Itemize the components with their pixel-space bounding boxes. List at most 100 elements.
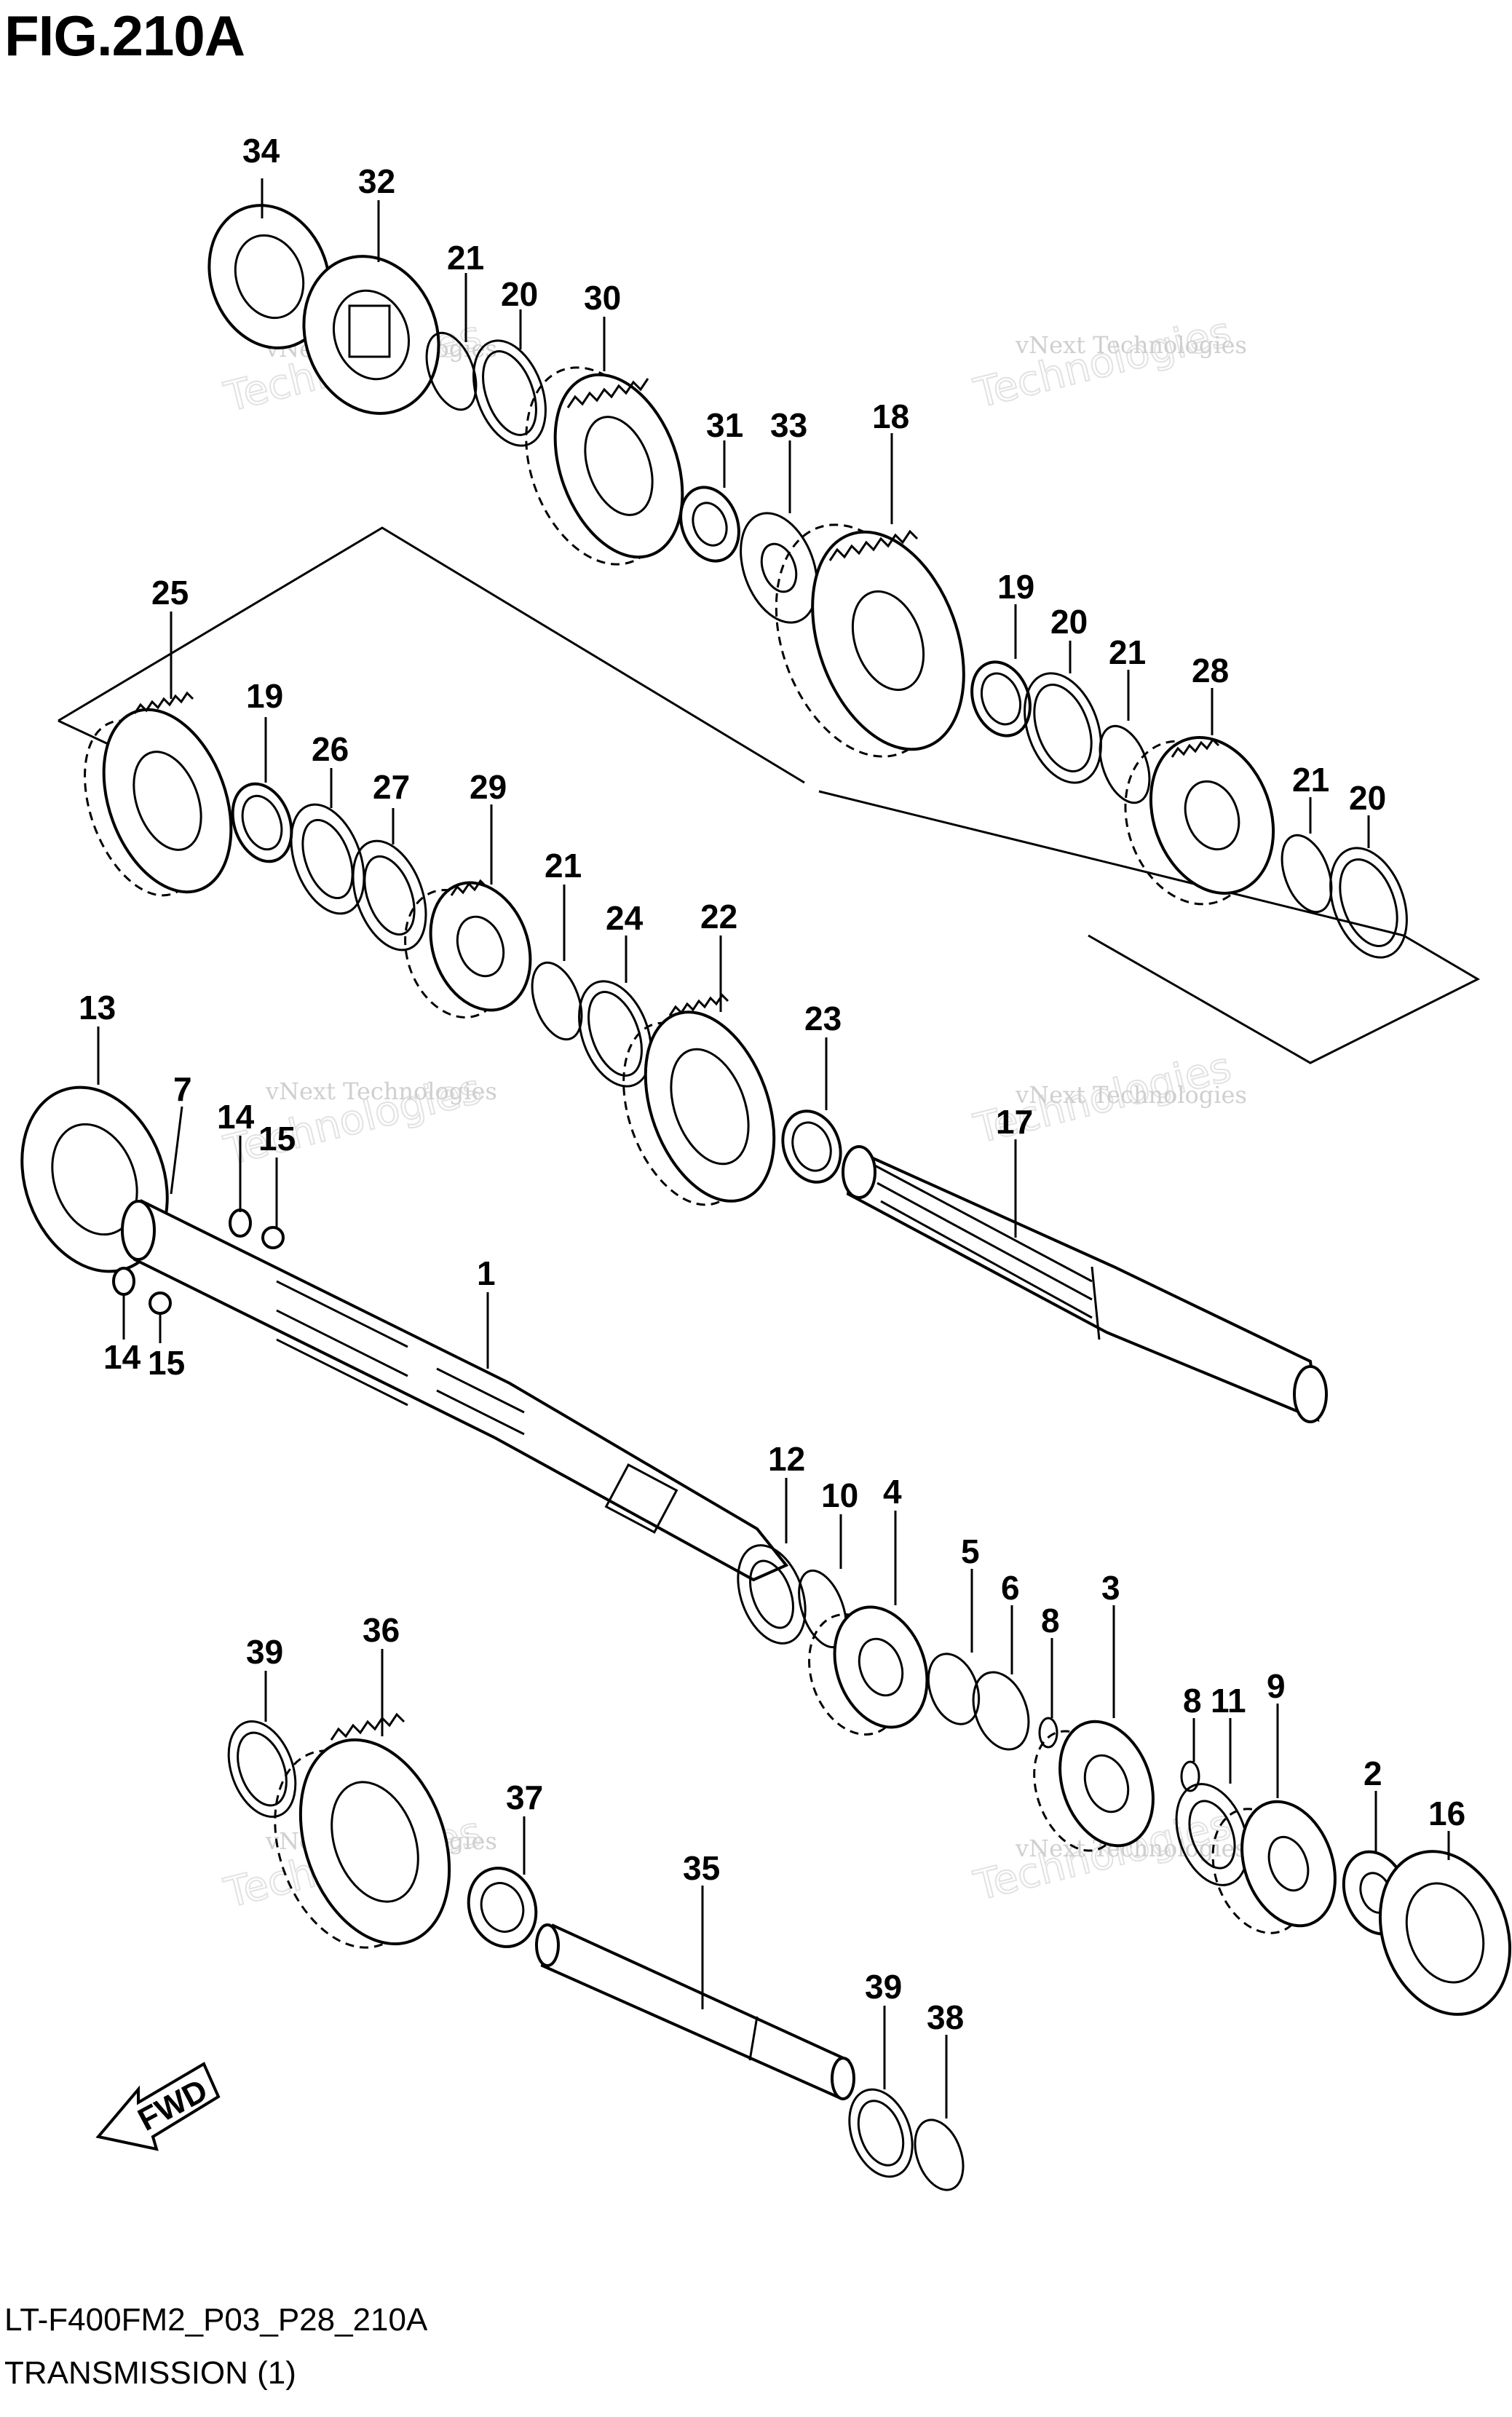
callout-31: 31 [706, 406, 743, 444]
part-17-countershaft [842, 1145, 1328, 1423]
callout-32: 32 [358, 162, 395, 200]
part-9-gear [1211, 1800, 1337, 1934]
part-6-washer [972, 1671, 1030, 1751]
part-19-bushing [970, 660, 1032, 737]
part-29-gear [404, 879, 532, 1018]
callout-35: 35 [683, 1849, 720, 1887]
part-36-gear [274, 1712, 451, 1949]
callout-7: 7 [173, 1070, 192, 1108]
part-11-washer [1175, 1783, 1249, 1886]
watermark-technologies: Technologies [970, 308, 1236, 417]
callout-30: 30 [584, 279, 621, 317]
part-19-bushing [231, 782, 293, 863]
part-18-gear [775, 523, 965, 758]
part-30-gear [525, 366, 684, 566]
part-20-washer [1329, 847, 1408, 959]
callout-24: 24 [606, 899, 644, 937]
part-25-gear [84, 691, 233, 897]
part-21-circlip [1099, 724, 1151, 804]
part-27-lock-washer [352, 839, 427, 952]
callout-15: 15 [258, 1120, 296, 1158]
part-21-circlip [531, 961, 583, 1041]
callout-2: 2 [1363, 1755, 1382, 1792]
callout-26: 26 [312, 730, 349, 768]
part-4-gear [808, 1605, 929, 1736]
callout-39: 39 [246, 1633, 283, 1671]
part-39-washer [848, 2088, 914, 2178]
part-31-bushing [679, 486, 740, 563]
callout-8: 8 [1041, 1602, 1060, 1639]
callout-1: 1 [477, 1254, 496, 1292]
callout-16: 16 [1428, 1795, 1465, 1832]
callout-37: 37 [506, 1779, 543, 1816]
part-37-needle-bearing [467, 1867, 538, 1948]
callout-19: 19 [997, 568, 1034, 606]
part-3-gear [1033, 1720, 1155, 1852]
assembly-frame-corner [58, 719, 114, 748]
callout-38: 38 [927, 1998, 964, 2036]
callout-20: 20 [1349, 779, 1386, 817]
leader-lines [97, 178, 1450, 2119]
callout-29: 29 [470, 768, 507, 806]
callout-17: 17 [996, 1103, 1033, 1141]
callout-21: 21 [447, 239, 484, 277]
part-35-shaft [535, 1923, 855, 2100]
callout-18: 18 [872, 397, 909, 435]
callout-12: 12 [768, 1440, 805, 1478]
part-22-gear [622, 993, 776, 1206]
callout-14: 14 [217, 1098, 255, 1136]
callout-22: 22 [700, 898, 737, 935]
part-38-circlip [914, 2119, 965, 2191]
callout-8: 8 [1183, 1682, 1202, 1720]
callout-28: 28 [1192, 652, 1229, 689]
part-32-sleeve-hub [302, 255, 440, 415]
callout-20: 20 [501, 275, 538, 313]
figure-title: FIG.210A [4, 4, 245, 68]
callout-9: 9 [1267, 1667, 1286, 1705]
part-33-washer [740, 512, 818, 624]
callout-15: 15 [148, 1344, 185, 1382]
part-23-bushing [781, 1109, 842, 1184]
callout-36: 36 [363, 1611, 400, 1649]
callout-34: 34 [242, 132, 280, 170]
part-26-lock-washer [290, 803, 365, 915]
part-21-circlip [425, 331, 478, 411]
callout-39: 39 [865, 1968, 902, 2006]
callout-14: 14 [103, 1338, 141, 1376]
part-28-gear [1124, 736, 1275, 906]
callout-labels: 34 32 21 20 30 31 33 18 25 19 26 27 29 1… [79, 132, 1465, 2036]
callout-13: 13 [79, 989, 116, 1026]
callout-25: 25 [151, 574, 189, 612]
part-16-bearing [1378, 1850, 1512, 2016]
part-8-circlip [1038, 1717, 1200, 1792]
fwd-arrow-icon: FWD [95, 2062, 221, 2151]
part-5-bushing [927, 1653, 981, 1725]
part-21-circlip [1281, 834, 1333, 914]
part-15-bolt [149, 1226, 285, 1315]
callout-21: 21 [1109, 633, 1146, 671]
callout-19: 19 [246, 677, 283, 715]
callout-11: 11 [1211, 1682, 1246, 1720]
callout-4: 4 [883, 1473, 902, 1511]
part-1-mainshaft [121, 1198, 789, 1582]
part-20-washer [472, 339, 547, 447]
callout-3: 3 [1101, 1569, 1120, 1607]
watermark-text: vNext Technologies [1015, 331, 1247, 359]
callout-21: 21 [1292, 761, 1329, 799]
part-24-washer [578, 980, 652, 1088]
callout-33: 33 [770, 406, 807, 444]
callout-5: 5 [961, 1532, 980, 1570]
callout-21: 21 [545, 847, 582, 885]
watermark-text: vNext Technologies [1015, 1081, 1247, 1109]
callout-27: 27 [373, 768, 410, 806]
callout-10: 10 [821, 1476, 858, 1514]
callout-23: 23 [804, 1000, 842, 1037]
watermark-text: vNext Technologies [265, 1077, 497, 1105]
part-34-bearing [207, 204, 331, 349]
callout-20: 20 [1050, 603, 1088, 641]
callout-6: 6 [1001, 1569, 1020, 1607]
part-20-washer [1024, 672, 1102, 784]
diagram-subtitle: TRANSMISSION (1) [4, 2355, 296, 2391]
